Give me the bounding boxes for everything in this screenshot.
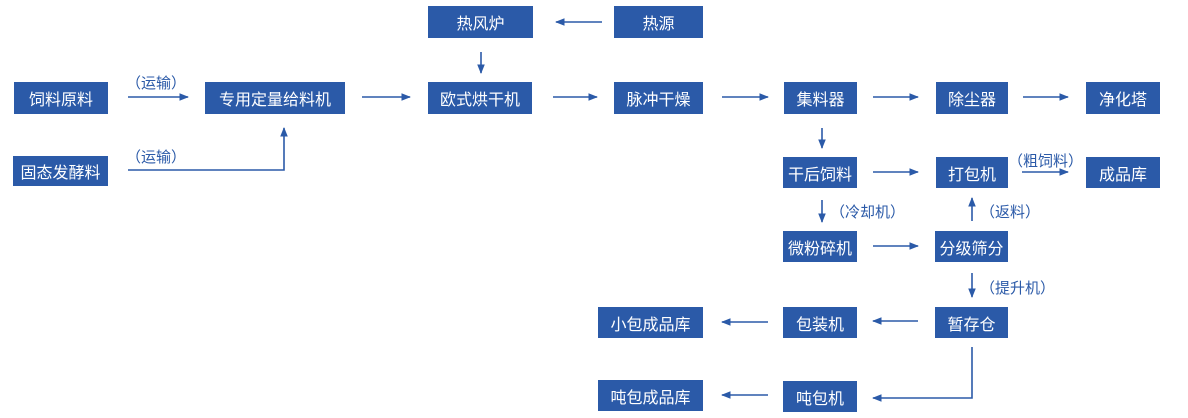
node-ton-bagger: 吨包机 [783, 381, 857, 412]
node-collector: 集料器 [784, 82, 857, 114]
node-dust-remover: 除尘器 [936, 82, 1008, 114]
node-packing-machine: 包装机 [783, 307, 857, 338]
label-transport-2: （运输） [126, 148, 187, 166]
arrow-solid-ferment-to-feeder [128, 127, 288, 171]
node-grading-sieve: 分级筛分 [935, 231, 1008, 262]
node-solid-ferment: 固态发酵料 [13, 156, 108, 186]
node-temp-bin: 暂存仓 [935, 307, 1008, 338]
node-dried-feed: 干后饲料 [783, 157, 857, 188]
arrow-bin-to-ton-bagger [872, 347, 973, 402]
node-purify-tower: 净化塔 [1086, 82, 1160, 114]
node-product-store: 成品库 [1086, 157, 1160, 188]
node-euro-dryer: 欧式烘干机 [428, 82, 532, 114]
node-micro-crusher: 微粉碎机 [783, 231, 857, 262]
label-return-material: （返料） [980, 203, 1041, 221]
label-transport-1: （运输） [126, 74, 187, 92]
node-small-pack-store: 小包成品库 [598, 307, 703, 338]
label-cooler: （冷却机） [830, 203, 906, 221]
node-baler: 打包机 [936, 157, 1008, 188]
label-coarse-feed: （粗饲料） [1008, 152, 1084, 170]
node-pulse-dryer: 脉冲干燥 [614, 82, 703, 114]
node-hot-air-furnace: 热风炉 [428, 6, 533, 38]
label-elevator: （提升机） [980, 279, 1056, 297]
node-feeder: 专用定量给料机 [205, 82, 345, 114]
node-ton-pack-store: 吨包成品库 [598, 380, 703, 411]
node-feed-raw: 饲料原料 [14, 82, 108, 114]
node-heat-source: 热源 [614, 6, 703, 38]
